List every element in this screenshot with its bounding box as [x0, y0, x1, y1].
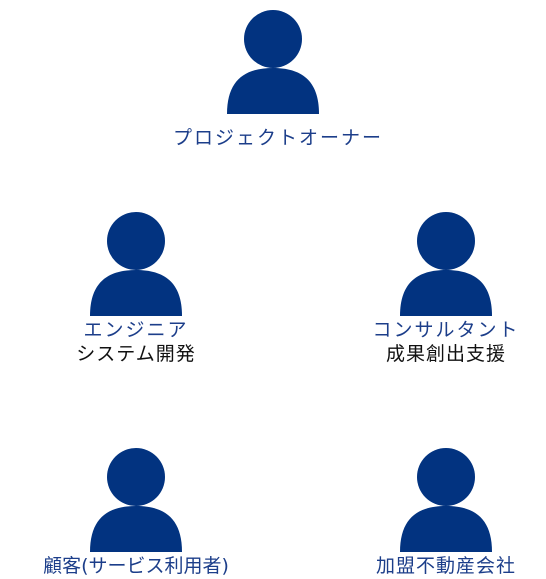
role-label: プロジェクトオーナー	[173, 127, 384, 149]
person-customer: 顧客(サービス利用者)	[20, 446, 252, 578]
duty-label: システム開発	[76, 343, 196, 365]
person-consultant: コンサルタント 成果創出支援	[363, 210, 529, 366]
person-icon	[227, 10, 319, 114]
person-icon	[90, 212, 182, 316]
role-label: コンサルタント	[372, 319, 520, 341]
person-icon	[400, 448, 492, 552]
person-icon	[90, 448, 182, 552]
person-franchise-realty: 加盟不動産会社	[363, 446, 529, 578]
role-label: 加盟不動産会社	[375, 555, 516, 577]
person-engineer: エンジニア システム開発	[36, 210, 236, 366]
duty-label: 成果創出支援	[385, 343, 506, 365]
person-icon	[400, 212, 492, 316]
role-label: 顧客(サービス利用者)	[43, 555, 229, 577]
person-project-owner: プロジェクトオーナー	[173, 8, 384, 150]
role-label: エンジニア	[83, 319, 189, 341]
